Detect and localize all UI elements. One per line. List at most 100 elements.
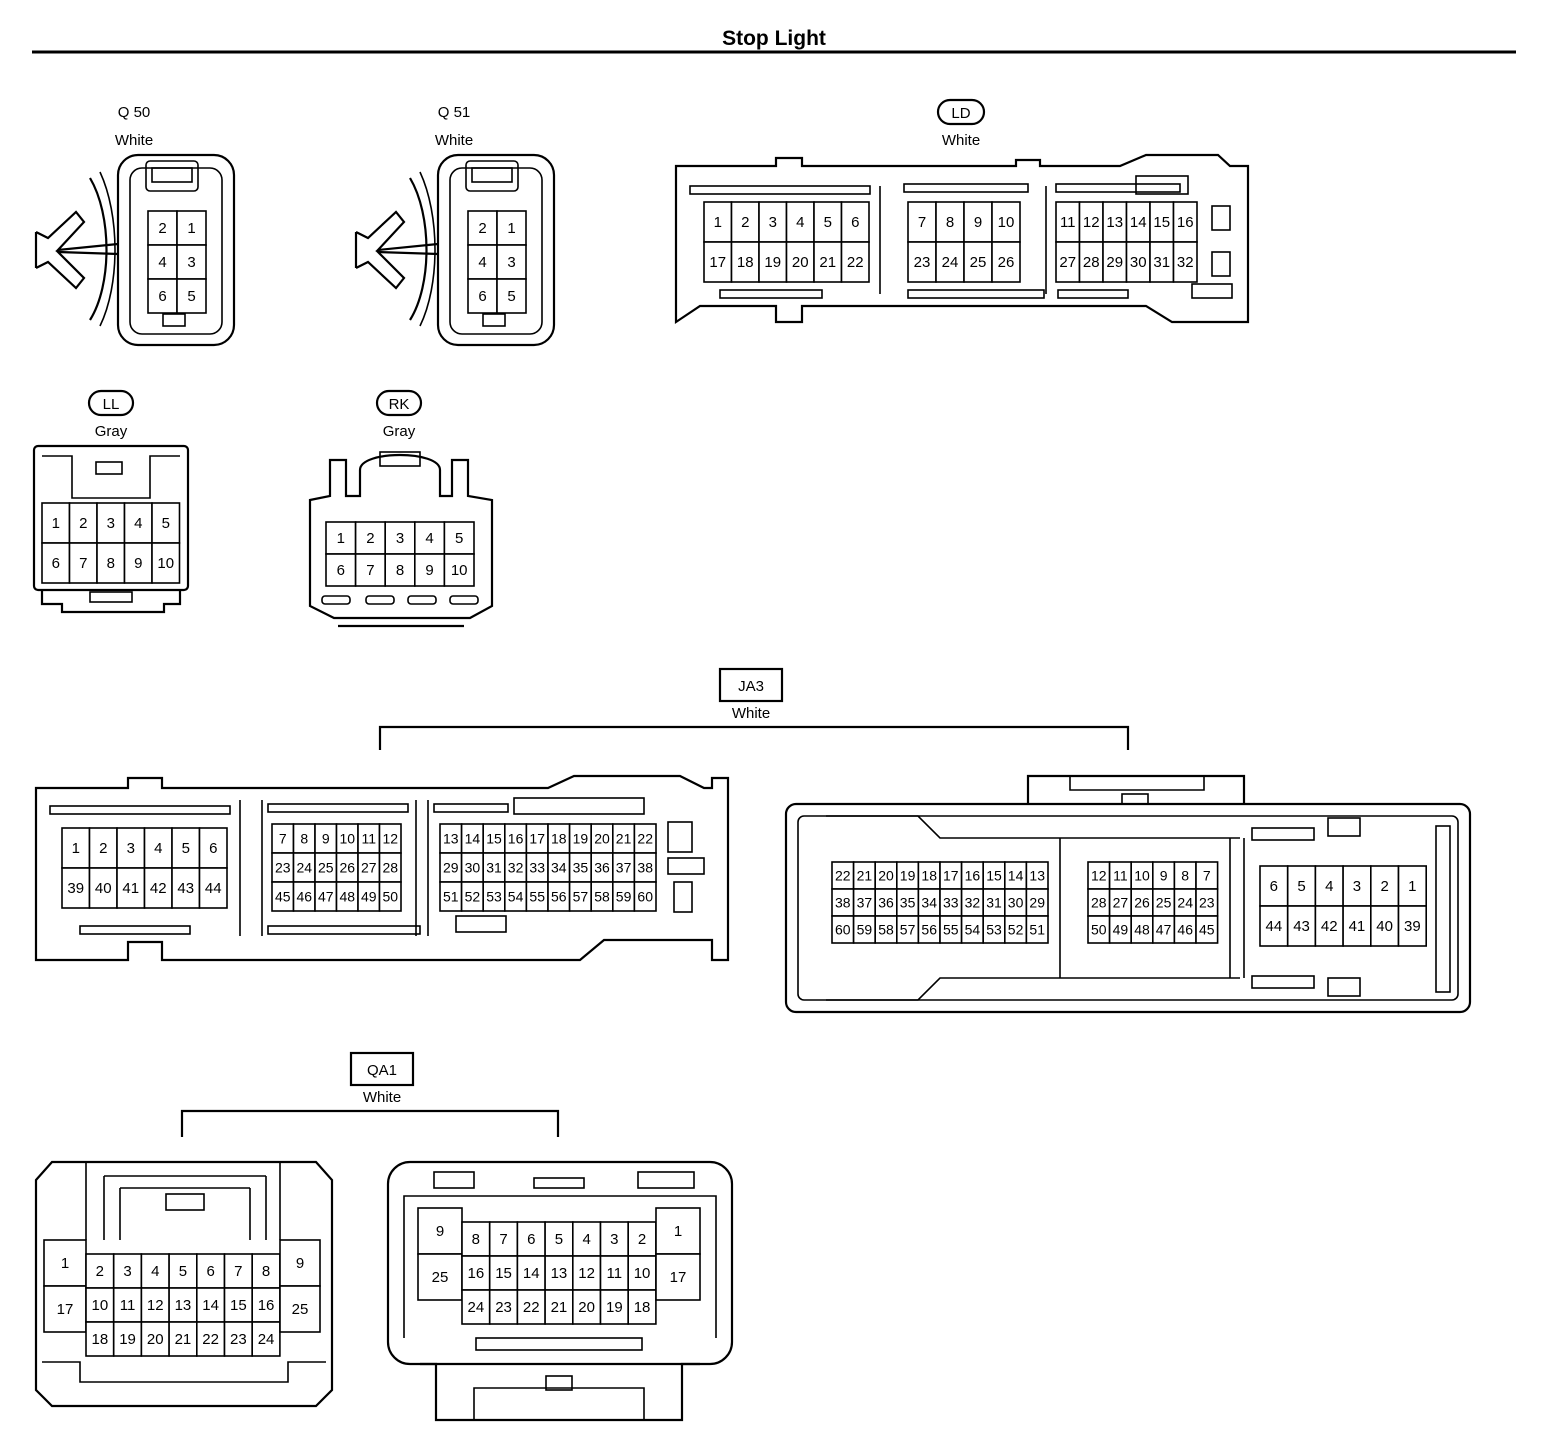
pin-label: 9 (134, 555, 142, 572)
pin-label: 14 (523, 1265, 540, 1282)
pin-label: 1 (507, 220, 515, 237)
pin-cell (516, 1255, 546, 1291)
connector-ja3-color: White (732, 705, 770, 722)
pin-cell (627, 1255, 657, 1291)
pin-label: 13 (551, 1265, 568, 1282)
pin-cell (116, 867, 146, 909)
pin-label: 13 (1106, 214, 1123, 231)
pin-label: 26 (998, 254, 1015, 271)
pin-label: 56 (921, 922, 937, 938)
pin-cell (176, 278, 207, 314)
pin-label: 22 (835, 868, 851, 884)
pin-label: 22 (202, 1331, 219, 1348)
pin-label: 2 (99, 840, 107, 857)
pin-cell (1172, 241, 1198, 283)
pin-label: 55 (943, 922, 959, 938)
pin-label: 14 (202, 1297, 219, 1314)
pin-label: 16 (258, 1297, 275, 1314)
pin-label: 12 (578, 1265, 595, 1282)
pin-cell (461, 1255, 491, 1291)
pin-label: 47 (318, 889, 334, 905)
pin-label: 9 (296, 1255, 304, 1272)
pin-label: 4 (1325, 878, 1333, 895)
pin-label: 10 (92, 1297, 109, 1314)
pin-label: 44 (205, 880, 222, 897)
pin-cell (703, 201, 733, 243)
pin-cell (43, 1285, 87, 1333)
pin-label: 4 (425, 530, 433, 547)
pin-label: 52 (1008, 922, 1024, 938)
pin-cell (655, 1253, 701, 1301)
pin-label: 3 (127, 840, 135, 857)
pin-label: 31 (986, 895, 1002, 911)
pin-label: 60 (637, 889, 653, 905)
pin-label: 51 (1029, 922, 1045, 938)
connector-q51-color: White (435, 132, 473, 149)
pin-label: 12 (382, 831, 398, 847)
connector-q50-name: Q 50 (118, 104, 151, 121)
pin-label: 10 (339, 831, 355, 847)
pin-label: 37 (857, 895, 873, 911)
pin-label: 11 (1060, 214, 1076, 231)
pin-label: 2 (366, 530, 374, 547)
pin-label: 29 (443, 860, 459, 876)
pin-label: 22 (523, 1299, 540, 1316)
pin-label: 49 (1113, 922, 1129, 938)
pin-cell (467, 244, 498, 280)
pin-label: 36 (594, 860, 610, 876)
pin-label: 17 (57, 1301, 74, 1318)
pin-label: 39 (1404, 918, 1421, 935)
pin-label: 24 (942, 254, 959, 271)
pin-label: 28 (1083, 254, 1100, 271)
connector-rk-color: Gray (383, 423, 416, 440)
pin-label: 54 (965, 922, 981, 938)
pin-label: 3 (107, 515, 115, 532)
pin-label: 3 (1353, 878, 1361, 895)
pin-label: 4 (134, 515, 142, 532)
pin-label: 12 (1083, 214, 1100, 231)
pin-cell (384, 521, 416, 555)
pin-cell (461, 1289, 491, 1325)
pin-label: 17 (670, 1269, 687, 1286)
pin-label: 7 (499, 1231, 507, 1248)
pin-label: 6 (206, 1263, 214, 1280)
pin-cell (627, 1289, 657, 1325)
pin-cell (544, 1289, 574, 1325)
pin-label: 12 (1091, 868, 1107, 884)
pin-label: 37 (616, 860, 632, 876)
pin-label: 23 (914, 254, 931, 271)
pin-label: 51 (443, 889, 459, 905)
pin-label: 13 (1029, 868, 1045, 884)
pin-cell (251, 1287, 281, 1323)
pin-cell (571, 1221, 602, 1257)
pin-cell (61, 867, 91, 909)
pin-label: 29 (1029, 895, 1045, 911)
pin-label: 10 (157, 555, 174, 572)
pin-label: 58 (594, 889, 610, 905)
pin-label: 1 (72, 840, 80, 857)
pin-cell (496, 244, 527, 280)
pin-label: 22 (637, 831, 653, 847)
pin-label: 1 (187, 220, 195, 237)
pin-label: 33 (943, 895, 959, 911)
pin-label: 28 (1091, 895, 1107, 911)
pin-label: 4 (154, 840, 162, 857)
pin-label: 5 (507, 288, 515, 305)
pin-label: 40 (1376, 918, 1393, 935)
pin-label: 43 (177, 880, 194, 897)
pin-label: 32 (1177, 254, 1194, 271)
pin-label: 2 (638, 1231, 646, 1248)
pin-label: 5 (555, 1231, 563, 1248)
pin-label: 10 (1134, 868, 1150, 884)
pin-label: 24 (1177, 895, 1193, 911)
pin-label: 20 (578, 1299, 595, 1316)
pin-label: 14 (1008, 868, 1024, 884)
pin-label: 1 (61, 1255, 69, 1272)
pin-cell (730, 201, 760, 243)
pin-label: 39 (67, 880, 84, 897)
pin-label: 30 (1130, 254, 1147, 271)
pin-label: 25 (970, 254, 987, 271)
pin-label: 15 (486, 831, 502, 847)
connector-ja3-name-box (718, 667, 784, 703)
pin-label: 5 (162, 515, 170, 532)
